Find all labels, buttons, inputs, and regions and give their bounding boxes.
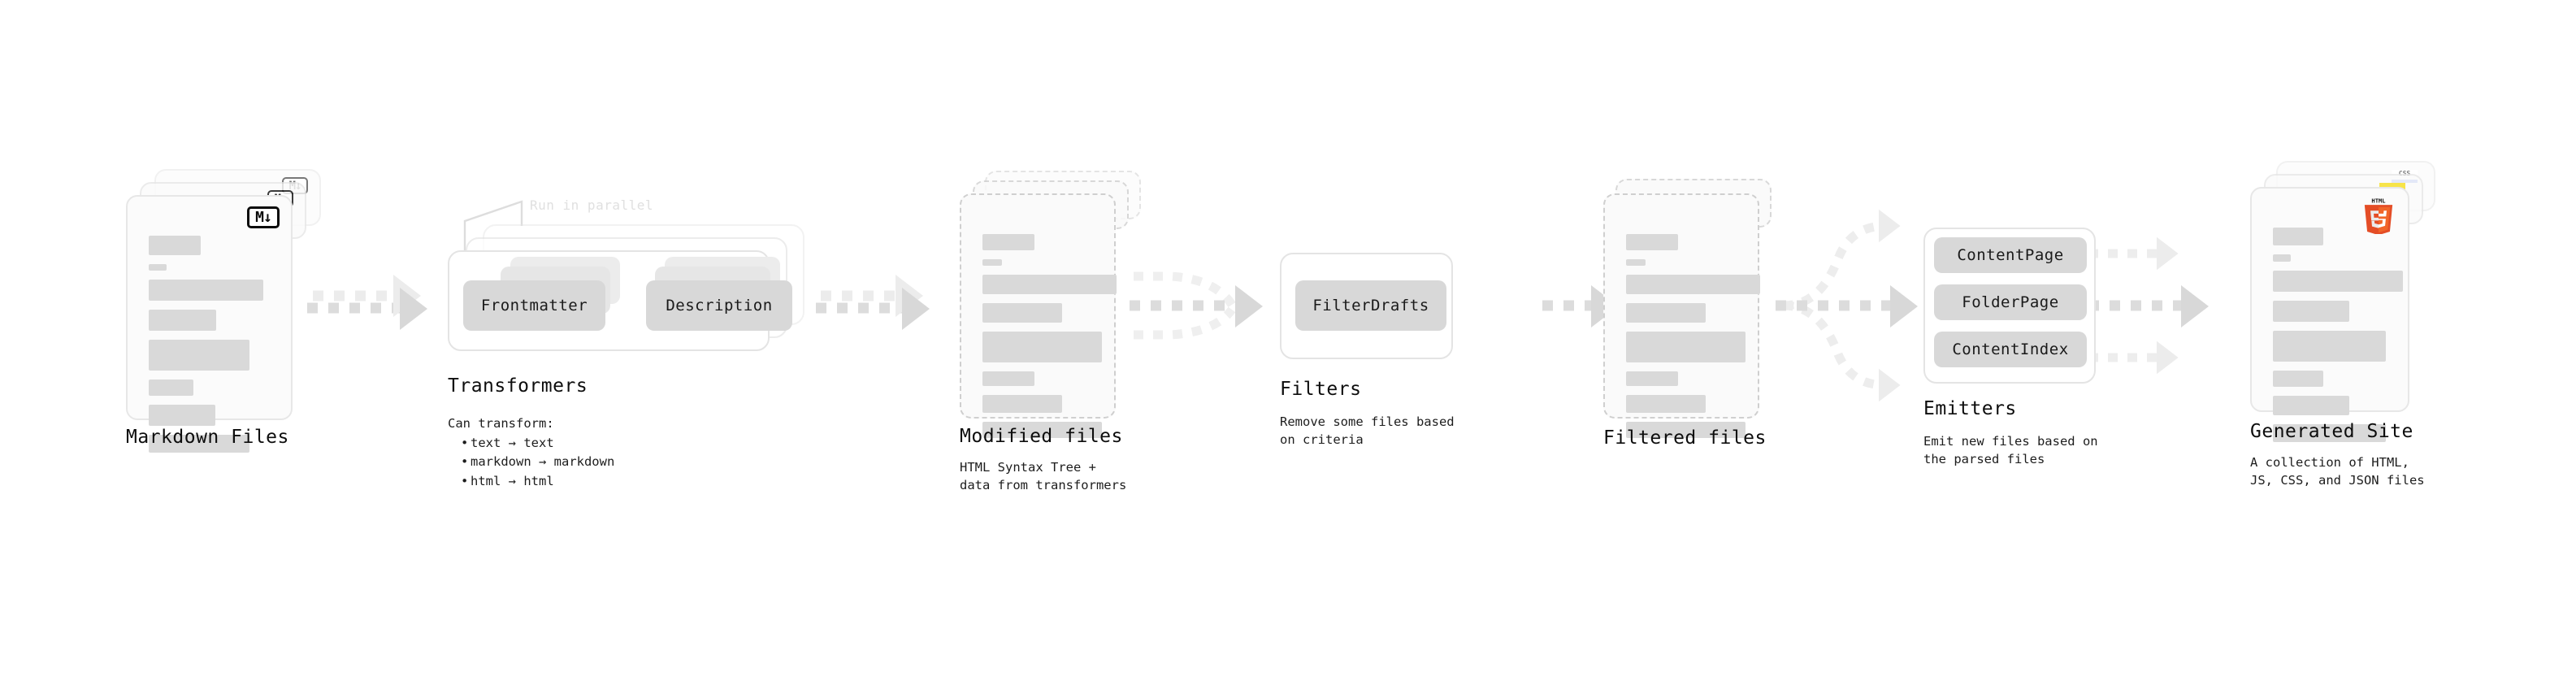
markdown-files-caption: Markdown Files xyxy=(126,427,289,448)
description-pill[interactable]: Description xyxy=(646,280,792,331)
transformers-caption: Transformers xyxy=(448,375,588,397)
generated-site-subcaption: A collection of HTML, JS, CSS, and JSON … xyxy=(2250,455,2425,488)
folderpage-pill[interactable]: FolderPage xyxy=(1934,284,2087,320)
emitters-caption: Emitters xyxy=(1923,398,2017,419)
transformers-bullets: text → text markdown → markdown html → h… xyxy=(448,432,614,491)
filterdrafts-pill[interactable]: FilterDrafts xyxy=(1295,280,1446,331)
generated-site-caption: Generated Site xyxy=(2250,421,2413,442)
modified-files-caption: Modified files xyxy=(960,426,1123,447)
arrow-transformers-to-modified xyxy=(816,275,930,330)
generated-content-bars xyxy=(2273,228,2403,451)
arrow-markdown-to-transformers xyxy=(307,275,427,330)
transformers-bullet-2: markdown → markdown xyxy=(461,453,614,472)
transformers-bullet-1: text → text xyxy=(461,434,614,453)
modified-content-bars xyxy=(982,234,1117,447)
frontmatter-pill[interactable]: Frontmatter xyxy=(463,280,605,331)
arrow-filtered-to-emitters xyxy=(1776,209,1918,402)
markdown-sheet-front[interactable]: M↓ xyxy=(126,195,293,453)
modified-sheet-front[interactable] xyxy=(960,193,1117,438)
markdown-content-bars xyxy=(149,236,273,462)
emitters-subcaption: Emit new files based on the parsed files xyxy=(1923,434,2098,467)
generated-sheet-front[interactable]: HTML xyxy=(2250,187,2409,442)
arrow-modified-to-filters xyxy=(1130,271,1263,340)
html5-icon: HTML xyxy=(2362,197,2395,236)
arrow-emitters-to-generated xyxy=(2088,236,2209,375)
filters-subcaption: Remove some files based on criteria xyxy=(1280,414,1455,448)
markdown-badge: M↓ xyxy=(247,206,280,228)
svg-text:HTML: HTML xyxy=(2371,197,2385,204)
filters-caption: Filters xyxy=(1280,379,1362,400)
filtered-files-caption: Filtered files xyxy=(1603,427,1767,449)
filtered-sheet-front[interactable] xyxy=(1603,193,1760,438)
contentpage-pill[interactable]: ContentPage xyxy=(1934,237,2087,273)
transformers-bullet-3: html → html xyxy=(461,472,614,492)
contentindex-pill[interactable]: ContentIndex xyxy=(1934,332,2087,367)
transformers-subcaption: Can transform: xyxy=(448,416,554,431)
modified-files-subcaption: HTML Syntax Tree + data from transformer… xyxy=(960,460,1127,493)
filtered-content-bars xyxy=(1626,234,1760,447)
run-in-parallel-label: Run in parallel xyxy=(530,197,653,213)
